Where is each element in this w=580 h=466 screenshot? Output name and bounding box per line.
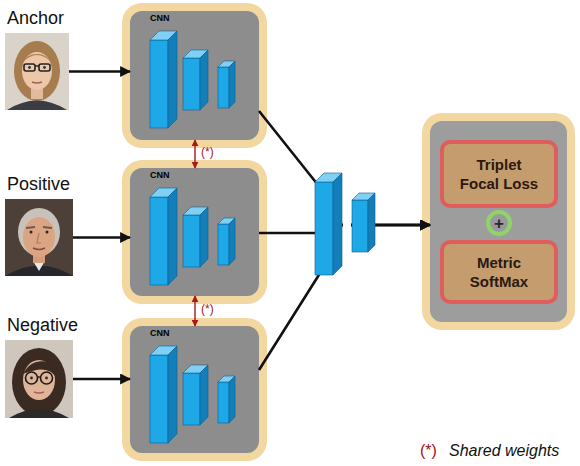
face-photo: Negative <box>5 340 73 418</box>
flow-arrow <box>69 70 130 73</box>
face-photo: Anchor <box>5 33 69 110</box>
glasses <box>39 64 50 71</box>
hair-fringe <box>23 361 55 376</box>
glasses-bridge <box>35 65 39 66</box>
face-photo: Positive <box>5 199 73 276</box>
edge-label: (*) <box>201 145 214 160</box>
photo-background <box>5 33 69 110</box>
eyebrow <box>26 227 35 228</box>
photo-background <box>5 340 73 418</box>
hair-fringe <box>22 54 52 63</box>
eye <box>30 231 33 234</box>
node-label: Triplet Focal Loss <box>455 155 543 193</box>
eye <box>28 66 31 69</box>
node-label: Metric SoftMax <box>455 253 543 291</box>
mouth <box>32 82 42 83</box>
hair <box>18 208 60 256</box>
flow-arrow <box>259 225 430 370</box>
hair <box>14 41 60 101</box>
flow-arrow <box>73 236 130 239</box>
shared-weights-arrow <box>194 140 195 168</box>
glasses-bridge <box>38 376 41 377</box>
suit <box>5 266 73 277</box>
eye <box>45 377 48 380</box>
fc-layer-side <box>333 173 342 275</box>
face <box>22 52 52 90</box>
cnn-layers <box>150 346 235 443</box>
eye <box>43 66 46 69</box>
glasses <box>26 372 38 384</box>
node-label: CNN <box>150 13 170 23</box>
node-label: CNN <box>150 170 170 180</box>
node-label: CNN <box>150 328 170 338</box>
node-label: Anchor <box>7 7 64 29</box>
loss-box: Triplet Focal Loss <box>440 140 558 208</box>
eye <box>30 377 33 380</box>
cnn-box: CNN <box>130 11 259 140</box>
face <box>23 217 55 257</box>
shirt <box>7 101 67 111</box>
fc-layer-top <box>352 193 375 200</box>
flow-arrow <box>259 111 430 225</box>
node-label: + <box>494 215 504 232</box>
face <box>23 360 55 400</box>
cnn-box: CNN <box>130 168 259 296</box>
eyebrow <box>43 227 52 228</box>
cnn-box: CNN <box>130 326 259 453</box>
mouth <box>34 392 44 393</box>
loss-box: Metric SoftMax <box>440 240 558 304</box>
gap-mask <box>343 218 351 232</box>
fc-layer-front <box>352 200 368 252</box>
negative-face <box>5 340 73 418</box>
flow-arrow <box>259 225 430 233</box>
anchor-face <box>5 33 69 110</box>
node-label: Negative <box>7 314 78 336</box>
photo-background <box>5 199 73 276</box>
fc-layer-top <box>315 173 342 182</box>
cnn-layers <box>150 188 235 285</box>
edge-label: (*) <box>201 302 214 317</box>
fc-layer-front <box>315 182 333 275</box>
neck <box>33 251 45 263</box>
mouth <box>33 248 45 250</box>
cnn-layers <box>150 31 235 128</box>
sum-circle: + <box>486 210 512 236</box>
node-label: Positive <box>7 173 70 195</box>
glasses <box>24 64 35 71</box>
glasses <box>41 372 53 384</box>
loss-panel: Triplet Focal Loss + Metric SoftMax <box>430 121 567 322</box>
eye <box>46 231 49 234</box>
neck <box>31 87 43 99</box>
flow-arrow <box>73 378 130 381</box>
nose <box>37 233 41 243</box>
hair <box>12 348 66 416</box>
fc-layer-side <box>368 193 375 252</box>
footnote-mark: (*) <box>420 441 437 461</box>
shirt <box>9 409 69 418</box>
positive-face <box>5 199 73 276</box>
shared-weights-arrow <box>194 296 195 326</box>
footnote-text: Shared weights <box>449 441 559 461</box>
shirt-collar <box>33 261 45 271</box>
